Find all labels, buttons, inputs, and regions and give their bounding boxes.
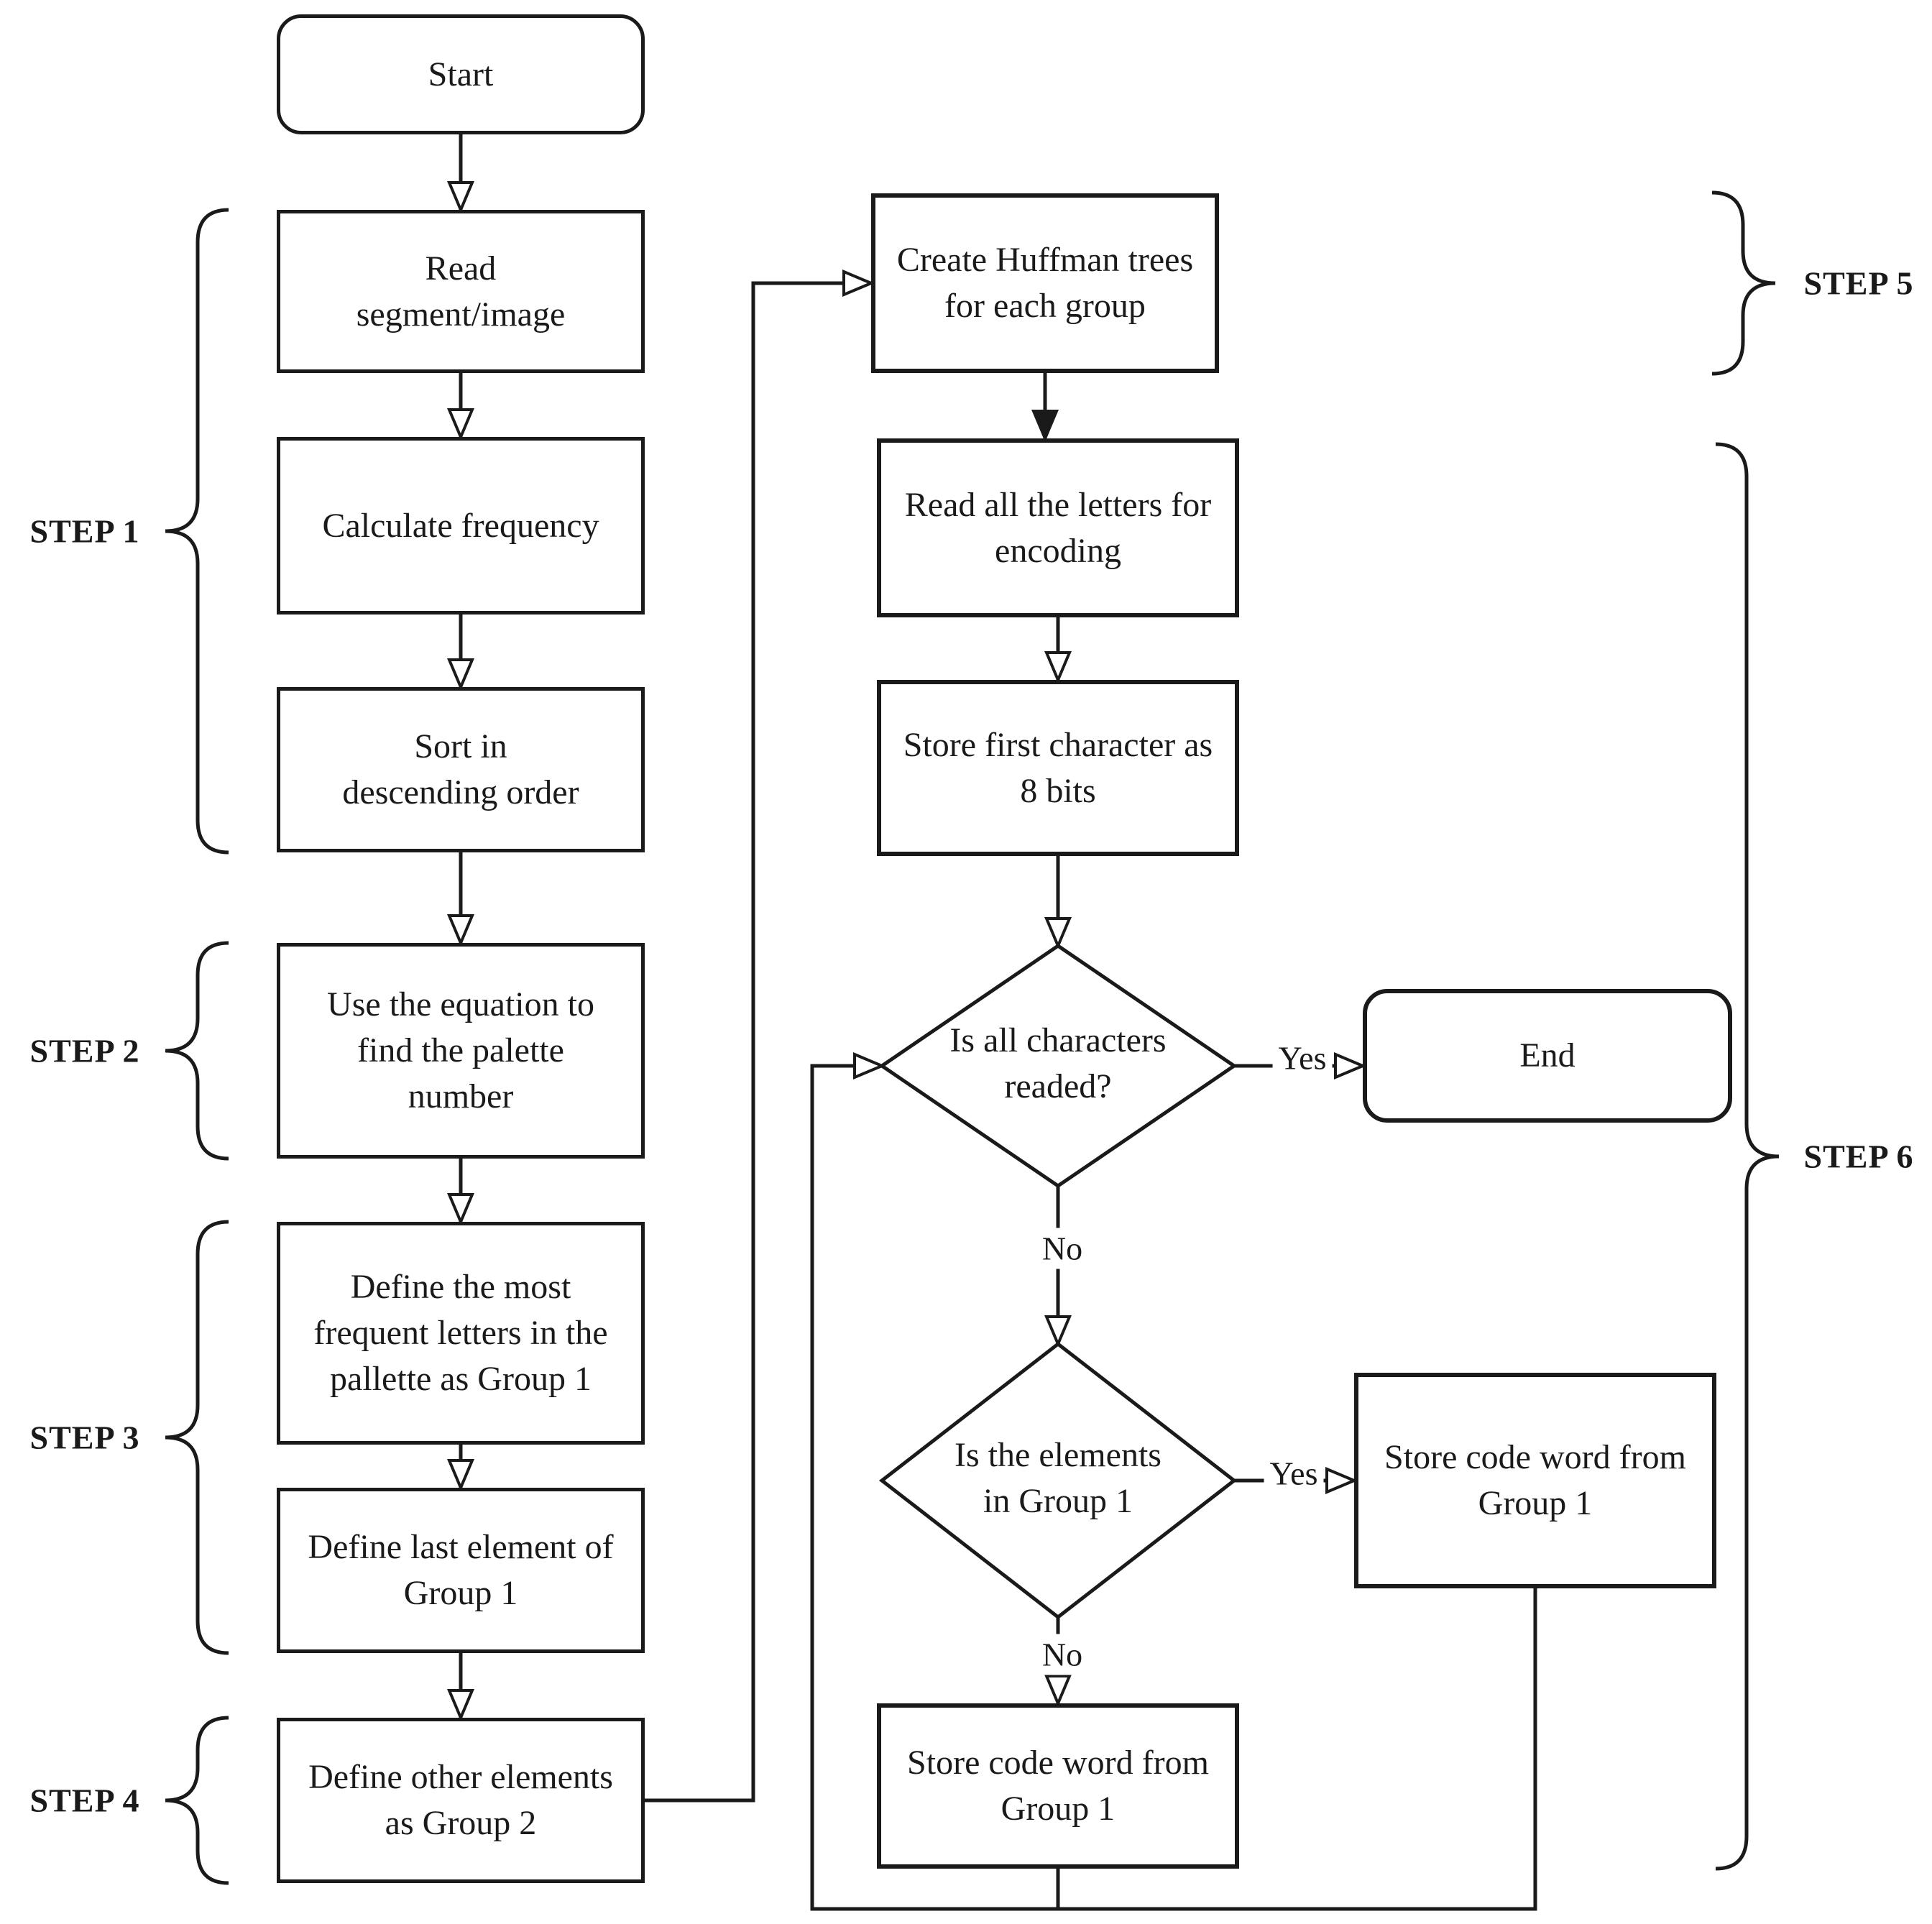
step-label-6: STEP 6 bbox=[1803, 1138, 1914, 1175]
node-start: Start bbox=[277, 14, 645, 134]
node-define-group1: Define the most frequent letters in the … bbox=[277, 1222, 645, 1445]
node-sort-descending: Sort in descending order bbox=[277, 687, 645, 852]
step-label-4: STEP 4 bbox=[29, 1782, 140, 1819]
step3-brace bbox=[165, 1220, 229, 1655]
node-store-first-char: Store first character as 8 bits bbox=[877, 680, 1239, 856]
connector-group2-to-create-trees bbox=[645, 283, 871, 1803]
edge-label-yes-all-read: Yes bbox=[1272, 1037, 1333, 1079]
step4-brace bbox=[165, 1716, 229, 1885]
node-define-last-element: Define last element of Group 1 bbox=[277, 1488, 645, 1653]
step5-brace bbox=[1711, 190, 1776, 376]
node-read-letters: Read all the letters for encoding bbox=[877, 438, 1239, 617]
node-use-equation: Use the equation to find the palette num… bbox=[277, 943, 645, 1159]
node-create-trees: Create Huffman trees for each group bbox=[871, 193, 1219, 373]
step-label-1: STEP 1 bbox=[29, 512, 140, 550]
decision-elements-in-group1-label: Is the elements in Group 1 bbox=[954, 1436, 1162, 1520]
edge-label-no-all-read: No bbox=[1036, 1228, 1089, 1269]
step2-brace bbox=[165, 941, 229, 1161]
node-read-segment: Read segment/image bbox=[277, 210, 645, 373]
decision-all-chars-readed-label: Is all characters readed? bbox=[949, 1021, 1167, 1105]
step-label-3: STEP 3 bbox=[29, 1419, 140, 1456]
node-end: End bbox=[1363, 989, 1732, 1123]
node-store-code-no: Store code word from Group 1 bbox=[877, 1703, 1239, 1869]
node-store-code-yes: Store code word from Group 1 bbox=[1354, 1373, 1716, 1588]
edge-label-yes-in-group1: Yes bbox=[1264, 1453, 1324, 1494]
edge-label-no-in-group1: No bbox=[1036, 1634, 1089, 1675]
step-label-5: STEP 5 bbox=[1803, 264, 1914, 302]
node-calculate-frequency: Calculate frequency bbox=[277, 437, 645, 615]
step-label-2: STEP 2 bbox=[29, 1032, 140, 1069]
step6-brace bbox=[1715, 442, 1780, 1871]
node-define-group2: Define other elements as Group 2 bbox=[277, 1718, 645, 1883]
decision-all-chars-readed-shape bbox=[878, 943, 1238, 1189]
decision-elements-in-group1-shape bbox=[878, 1341, 1238, 1620]
connector-loop-back-to-decision1 bbox=[810, 1066, 1537, 1911]
step1-brace bbox=[165, 208, 229, 855]
